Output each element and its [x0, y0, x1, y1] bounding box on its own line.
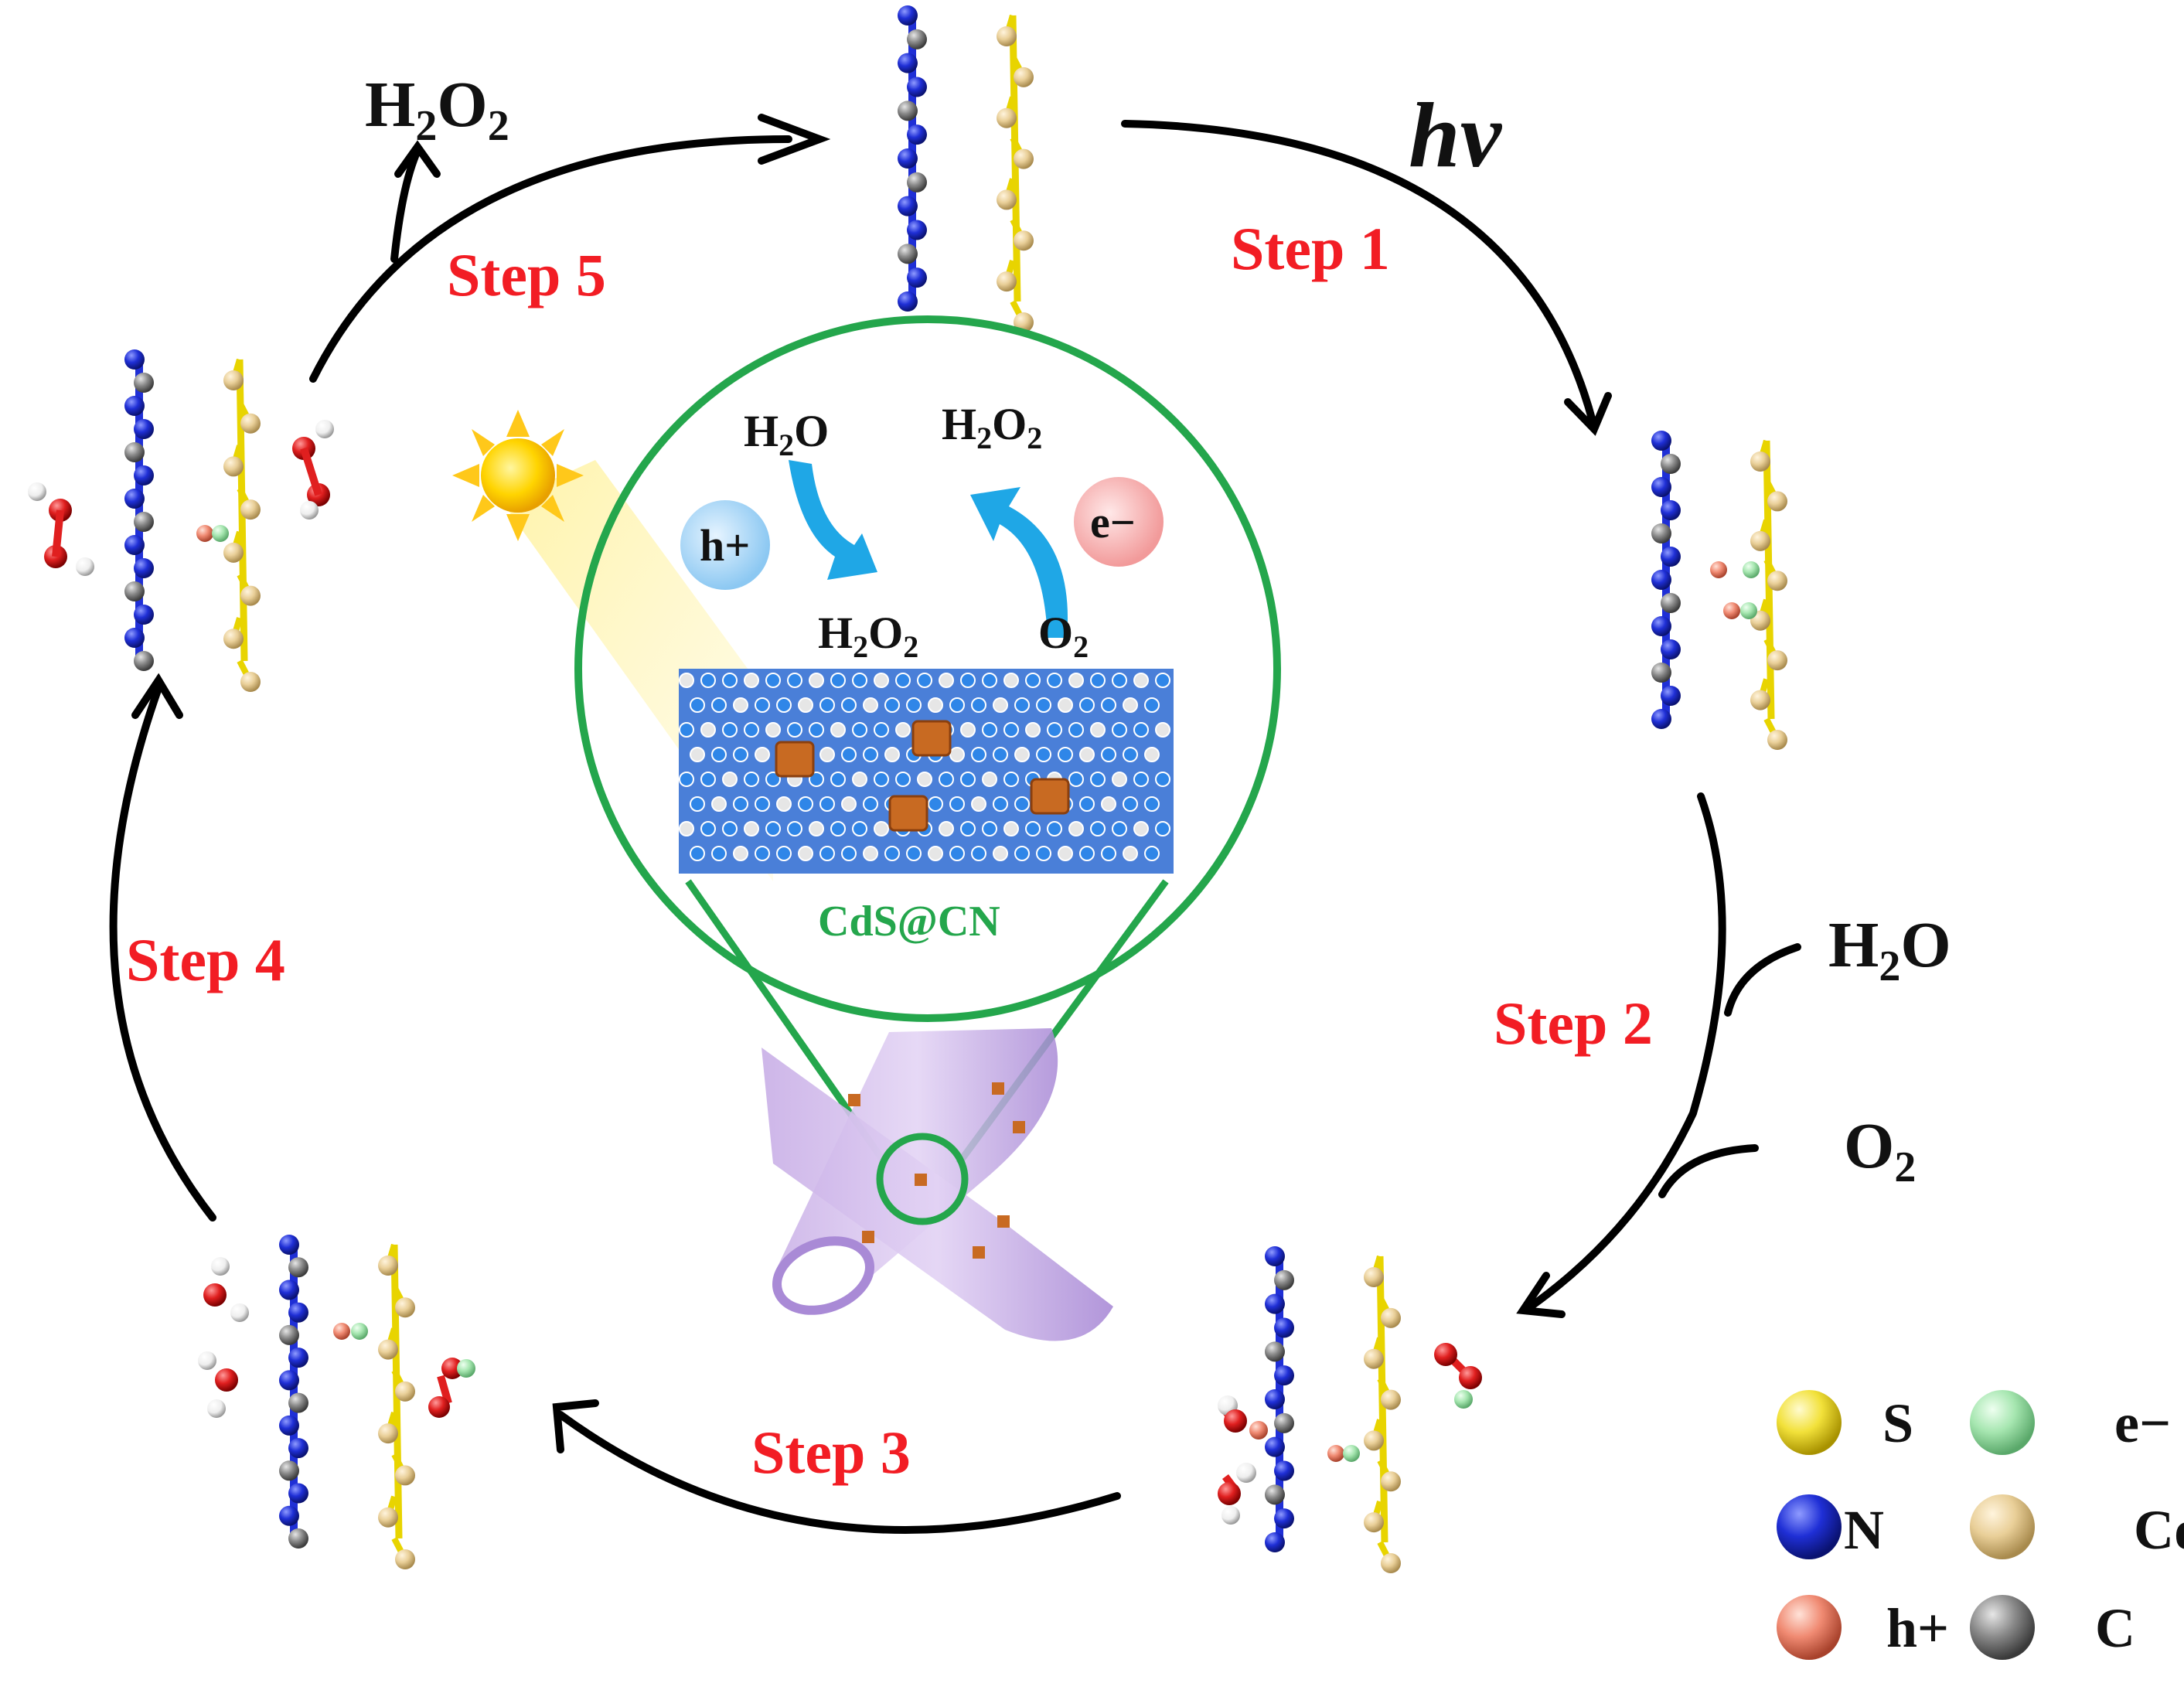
legend-swatch-c	[1970, 1595, 2035, 1660]
structure-step1	[1651, 431, 1787, 750]
legend-swatch-s	[1777, 1390, 1842, 1455]
legend: Se− N Cd h+ C	[1777, 1390, 2184, 1660]
step4-label: Step 4	[126, 926, 285, 993]
inset-h2o-label: H2O	[744, 406, 829, 462]
structure-top	[898, 5, 1034, 332]
cycle-arrows	[109, 114, 1801, 1534]
inset-h2o2-top-label: H2O2	[942, 399, 1042, 455]
legend-swatch-cd	[1970, 1494, 2035, 1559]
legend-swatch-e	[1970, 1390, 2035, 1455]
h2o-right-label: H2O	[1828, 909, 1951, 990]
step3-arrow	[557, 1411, 1121, 1534]
electron-bubble	[1074, 477, 1164, 567]
hole-bubble	[680, 500, 770, 590]
step5-label: Step 5	[447, 241, 606, 308]
electron-label: e−	[1090, 497, 1136, 547]
legend-label-e: e−	[2114, 1392, 2171, 1454]
nanotubes	[762, 1028, 1113, 1341]
h2o-branch	[1724, 943, 1801, 1017]
material-label: CdS@CN	[818, 898, 1000, 945]
zoom-circle	[574, 315, 1281, 1022]
inset-h2o2-bottom-label: H2O2	[818, 608, 918, 664]
sun-icon	[452, 410, 584, 541]
legend-label-c: C	[2095, 1597, 2135, 1659]
hole-label: h+	[700, 520, 750, 571]
reduction-arrow	[970, 487, 1068, 638]
structure-step2	[1218, 1246, 1482, 1573]
legend-label-n: N	[1844, 1499, 1884, 1561]
molecular-structures	[28, 5, 1787, 1573]
legend-label-h: h+	[1886, 1597, 1949, 1659]
step2-label: Step 2	[1494, 990, 1653, 1057]
cn-lattice	[679, 669, 1174, 874]
structure-step3	[198, 1235, 475, 1569]
step2-arrow	[1527, 792, 1726, 1310]
o2-right-label: O2	[1844, 1110, 1916, 1191]
step1-arrow	[1121, 120, 1596, 425]
step1-label: Step 1	[1231, 215, 1390, 282]
h2o2-release-arrow	[390, 147, 421, 263]
oxidation-arrow	[789, 460, 877, 580]
step3-label: Step 3	[751, 1419, 911, 1486]
central-inset: h+ e− H2O H2O2 H2O2 O2 CdS@CN	[452, 315, 1281, 1341]
legend-label-cd: Cd	[2134, 1499, 2184, 1561]
structure-step4	[28, 349, 334, 692]
step5-arrow	[309, 135, 792, 383]
o2-branch	[1658, 1144, 1759, 1198]
legend-swatch-h	[1777, 1595, 1842, 1660]
legend-label-s: S	[1882, 1392, 1913, 1454]
inset-o2-label: O2	[1038, 608, 1089, 664]
hv-label: hv	[1409, 83, 1503, 186]
legend-swatch-n	[1777, 1494, 1842, 1559]
step4-arrow	[109, 684, 216, 1221]
h2o2-top-label: H2O2	[365, 69, 509, 150]
